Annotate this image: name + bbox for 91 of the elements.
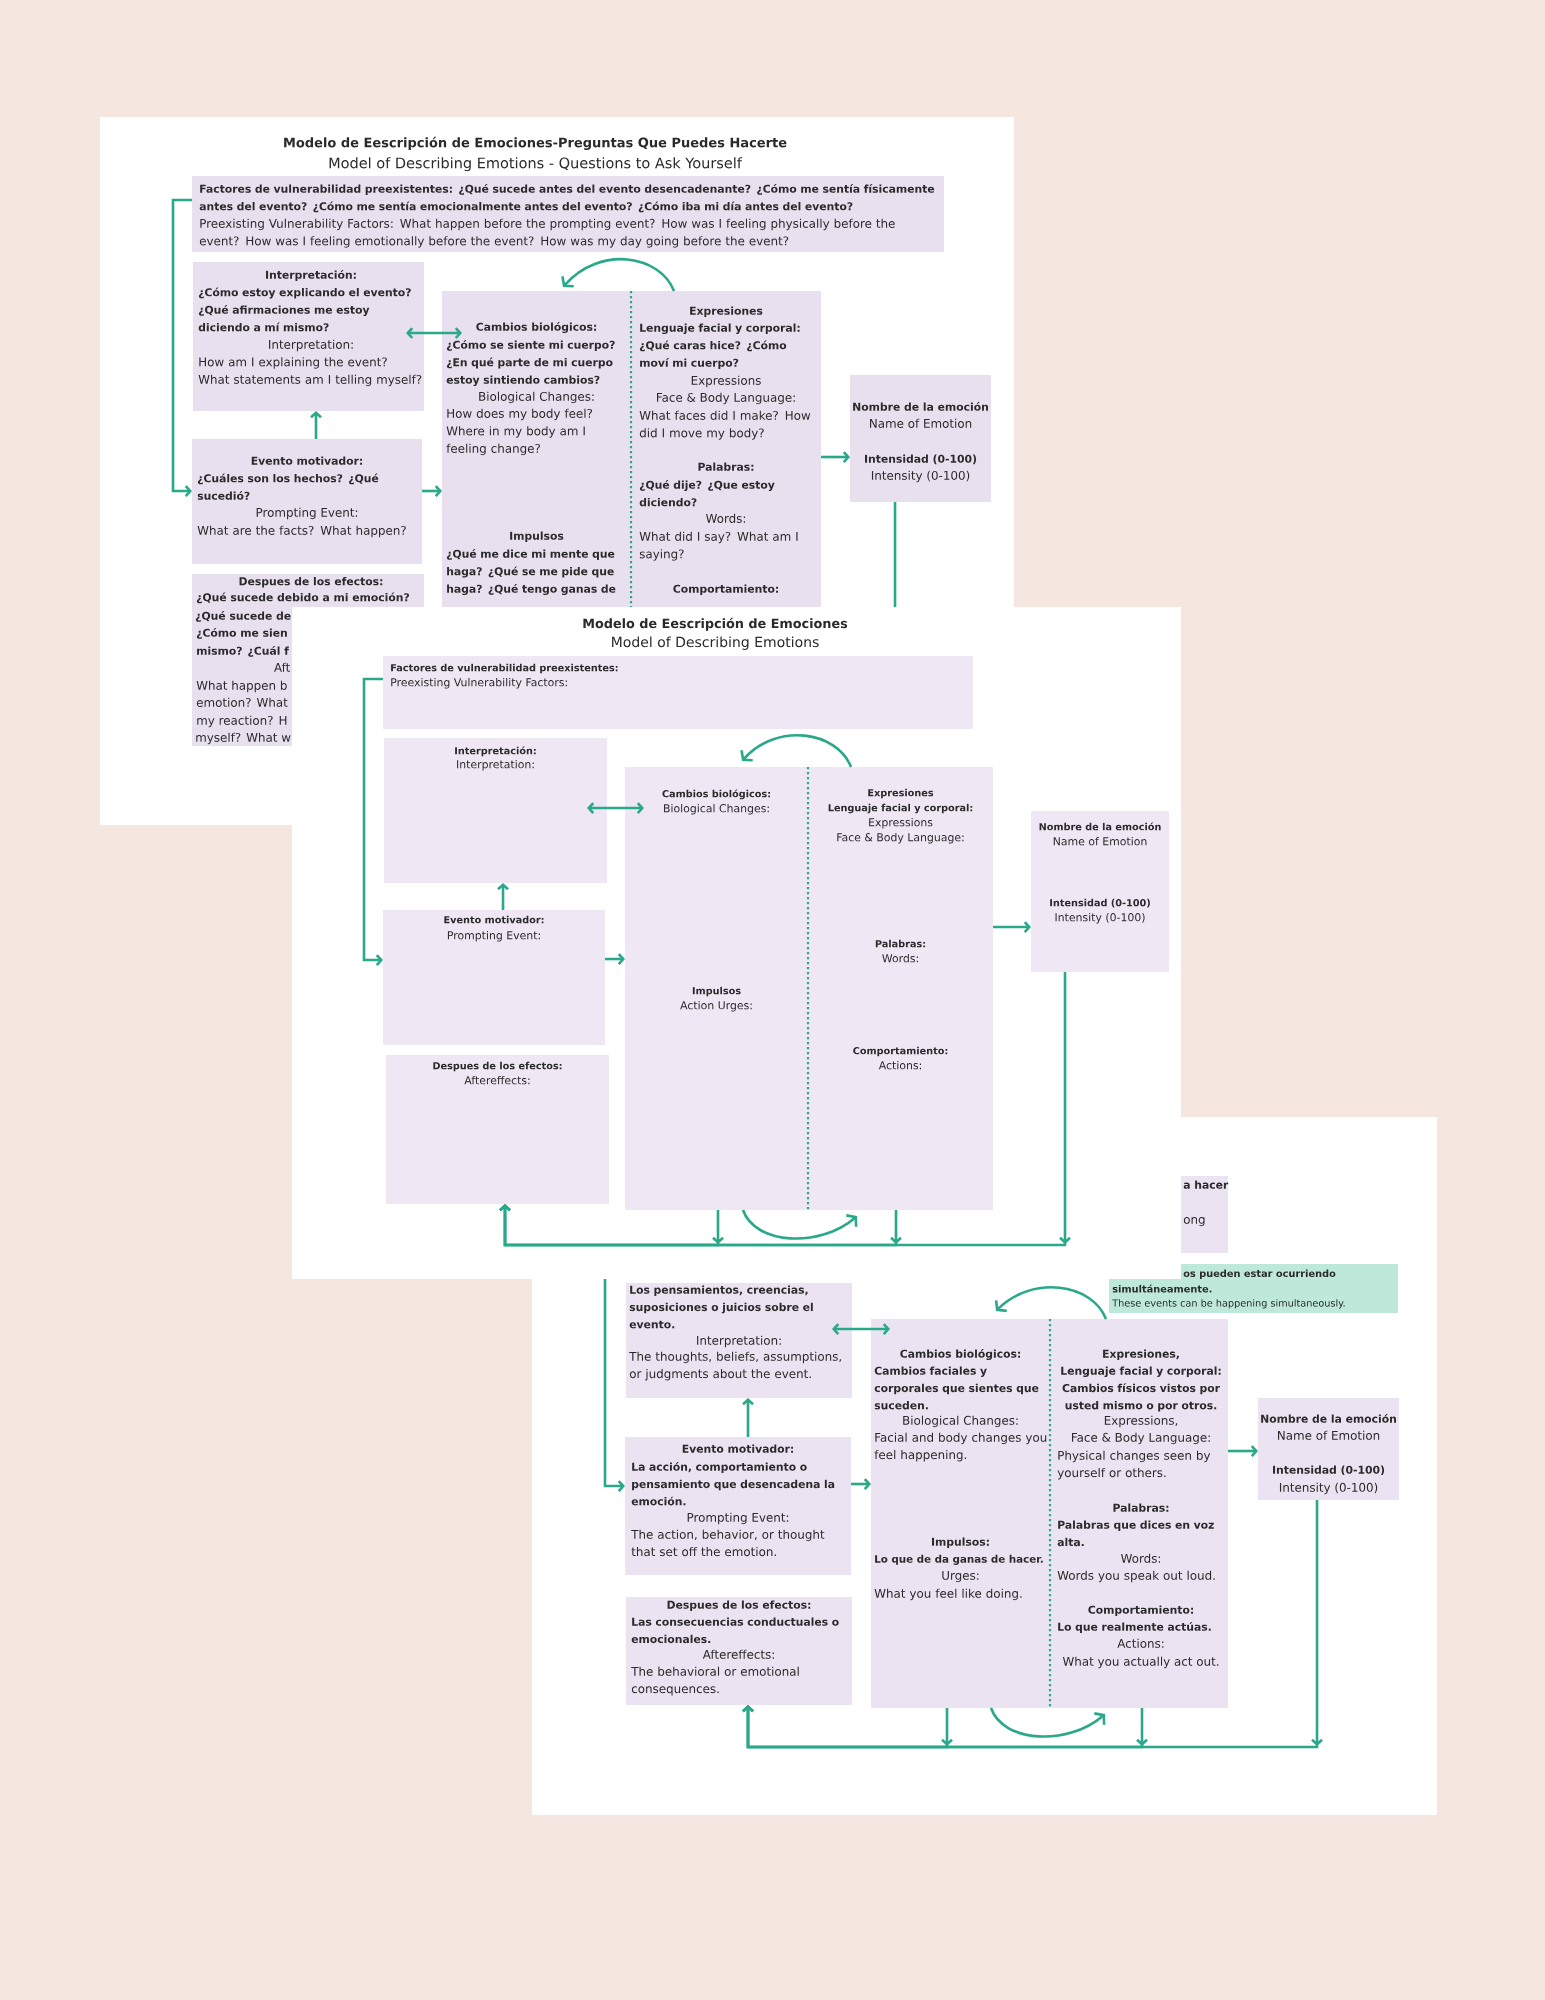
node-label: Words: <box>882 953 918 963</box>
emotion-name-box: Nombre de la emoción Name of Emotion Intensidad (0-100) Intensity (0-100) <box>1258 1398 1399 1500</box>
node-label: Impulsos: <box>932 1537 989 1548</box>
vulnerability-factors-box: Factores de vulnerabilidad preexistentes: Preexisting Vulnerability Factors: <box>383 656 973 729</box>
arrow <box>499 972 1071 1247</box>
node-label: ¿Qué dije? ¿Que estoy diciendo? <box>639 480 775 507</box>
node-label: Biological Changes: <box>479 391 594 404</box>
node-label: Expresiones <box>868 788 934 799</box>
biological-changes-column: Cambios biológicos: Cambios faciales y corporales que sientes que suceden. Biological Changes: Facial and body changes you feel happening. Impulsos: Lo que de da ganas de hacer. Urges: What you feel like doing. <box>871 1319 1050 1708</box>
arrow <box>497 883 509 910</box>
node-label: Model of Describing Emotions <box>612 636 819 650</box>
node-label: Impulsos <box>510 531 564 542</box>
node-label: What you feel like doing. <box>874 1588 1022 1601</box>
node-label: Action Urges: <box>680 1000 752 1012</box>
node-label: What did I say? What am I saying? <box>639 531 798 561</box>
node-label: Lenguaje facial y corporal: <box>828 803 973 814</box>
node-label: Actions: <box>878 1060 921 1070</box>
connector-line <box>893 502 897 607</box>
interpretation-box: Interpretación: Interpretation: <box>384 738 607 883</box>
node-label: Face & Body Language: <box>657 392 795 405</box>
aftereffects-box: Despues de los efectos: Aftereffects: <box>386 1055 609 1204</box>
aftereffects-box: ¿Qué sucede de ¿Cómo me sien mismo? ¿Cuál f Aft What happen b emotion? What my reaction? H myself? What w <box>192 607 292 746</box>
node-label: mismo? ¿Cuál f <box>197 646 289 657</box>
prompting-event-box: Evento motivador: ¿Cuáles son los hechos? ¿Qué sucedió? Prompting Event: What are the facts? What happen? <box>192 439 422 564</box>
node-label: Cambios biológicos: <box>662 789 770 800</box>
node-label: ¿Qué sucede de <box>195 611 291 622</box>
node-label: Cambios biológicos: <box>900 1349 1021 1361</box>
node-label: Palabras: <box>698 462 754 471</box>
node-label: Lo que de da ganas de hacer. <box>875 1554 1043 1565</box>
node-label: Words: <box>706 513 746 523</box>
node-label: ¿Cómo se siente mi cuerpo? ¿En qué parte de mi cuerpo estoy sintiendo cambios? <box>446 340 615 387</box>
interpretation-box: Interpretación: ¿Cómo estoy explicando el evento? ¿Qué afirmaciones me estoy diciendo a mí mismo? Interpretation: How am I explaining the event? What statements am I telling myself? <box>193 262 424 411</box>
arrow <box>171 198 192 497</box>
arrow <box>422 485 442 497</box>
arrow <box>742 1398 754 1437</box>
expressions-column: Expresiones, Lenguaje facial y corporal: Cambios físicos vistos por usted mismo o por otros. Expressions, Face & Body Language: Physical changes seen by yourself or others. Palabras: Palabras que dices en voz alta. Words: Words you speak out loud. Comportamiento: Lo que realmente actúas. Actions: What you actually act out. <box>1050 1319 1228 1708</box>
node-label: Comportamiento: <box>853 1046 948 1057</box>
arrow <box>821 451 850 463</box>
biological-changes-column: Cambios biológicos: ¿Cómo se siente mi cuerpo? ¿En qué parte de mi cuerpo estoy sintiendo cambios? Biological Changes: How does my body feel? Where in my body am I feeling change? Impulsos ¿Qué me dice mi mente que haga? ¿Qué se me pide que haga? ¿Qué tengo ganas de <box>442 291 631 607</box>
node-label: Expresiones <box>690 306 763 317</box>
node-label: Facial and body changes you feel happening. <box>874 1432 1047 1462</box>
double-arrow <box>406 327 462 339</box>
double-arrow <box>587 802 644 814</box>
emotion-name-box: Nombre de la emoción Name of Emotion Intensidad (0-100) Intensity (0-100) <box>850 375 991 502</box>
note-box: os pueden estar ocurriendo simultáneamente. These events can be happening simultaneously. <box>1109 1264 1398 1313</box>
curved-arrow <box>741 1209 858 1240</box>
arrow <box>362 677 383 966</box>
prompting-event-box: Evento motivador: La acción, comportamiento o pensamiento que desencadena la emoción. Prompting Event: The action, behavior, or thought that set off the emotion. <box>625 1437 851 1575</box>
arrow <box>605 953 625 965</box>
arrow <box>603 1279 625 1492</box>
node-label: What faces did I make? How did I move my body? <box>639 410 811 440</box>
node-label: Palabras: <box>875 939 926 948</box>
emotion-name-box: Nombre de la emoción Name of Emotion Intensidad (0-100) Intensity (0-100) <box>1031 811 1169 972</box>
node-label: ¿Qué me dice mi mente que haga? ¿Qué se me pide que haga? ¿Qué tengo ganas de <box>446 549 616 596</box>
node-label: Modelo de Eescripción de Emociones <box>583 617 848 631</box>
arrow <box>1228 1445 1259 1457</box>
node-label: Comportamiento: <box>673 584 778 595</box>
vulnerability-factors-box: Factores de vulnerabilidad preexistentes: ¿Qué sucede antes del evento desencadenante? ¿Cómo me sentía físicamente antes del evento? ¿Cómo me sentía emocionalmente antes del evento? ¿Cómo iba mi día antes del evento? Preexisting Vulnerability Factors: What happen before the prompting event? How was I feeling physically before the event? How was I feeling emotionally before the event? How was my day going before the event? <box>192 176 944 252</box>
node-label: Impulsos <box>692 986 741 997</box>
curved-arrow <box>740 734 853 768</box>
node-label: Expressions <box>691 375 761 388</box>
node-label: Cambios biológicos: <box>476 322 597 334</box>
node-label: Face & Body Language: <box>837 832 964 844</box>
curved-arrow <box>989 1707 1106 1738</box>
aftereffects-box: Despues de los efectos: ¿Qué sucede debido a mi emoción? <box>192 574 424 607</box>
arrow <box>742 1500 1323 1749</box>
node-label: Cambios faciales y corporales que sientes que suceden. <box>874 1366 1039 1410</box>
arrow <box>851 1478 871 1490</box>
biological-changes-column: Cambios biológicos: Biological Changes: Impulsos Action Urges: <box>625 767 808 1210</box>
text-box: a hacer ong <box>1181 1176 1229 1253</box>
node-label: Biological Changes: <box>903 1415 1018 1428</box>
node-label: Aft <box>274 662 291 672</box>
node-label: Biological Changes: <box>664 803 769 815</box>
node-label: emotion? What <box>196 697 288 707</box>
expressions-column: Expresiones Lenguaje facial y corporal: Expressions Face & Body Language: Palabras: Words: Comportamiento: Actions: <box>808 767 993 1210</box>
node-label: How does my body feel? Where in my body am I feeling change? <box>446 408 593 456</box>
curved-arrow <box>561 258 676 292</box>
double-arrow <box>832 1323 890 1335</box>
aftereffects-box: Despues de los efectos: Las consecuencias conductuales o emocionales. Aftereffects: The behavioral or emotional consequences. <box>626 1597 852 1705</box>
arrow <box>993 921 1031 933</box>
node-label: Urges: <box>942 1571 979 1583</box>
expressions-column: Expresiones Lenguaje facial y corporal: ¿Qué caras hice? ¿Cómo moví mi cuerpo? Expressions Face & Body Language: What faces did I make? How did I move my body? Palabras: ¿Qué dije? ¿Que estoy diciendo? Words: What did I say? What am I saying? Comportamiento: <box>631 291 821 607</box>
arrow <box>310 411 322 439</box>
node-label: myself? What w <box>196 732 291 745</box>
node-label: my reaction? H <box>197 715 287 728</box>
node-label: Lenguaje facial y corporal: ¿Qué caras hice? ¿Cómo moví mi cuerpo? <box>639 323 800 369</box>
interpretation-box: Los pensamientos, creencias, suposiciones o juicios sobre el evento. Interpretation: The thoughts, beliefs, assumptions, or judgments about the event. <box>626 1283 852 1398</box>
node-label: ¿Cómo me sien <box>196 628 287 639</box>
prompting-event-box: Evento motivador: Prompting Event: <box>383 910 605 1045</box>
node-label: What happen b <box>196 680 287 693</box>
curved-arrow <box>994 1286 1108 1320</box>
